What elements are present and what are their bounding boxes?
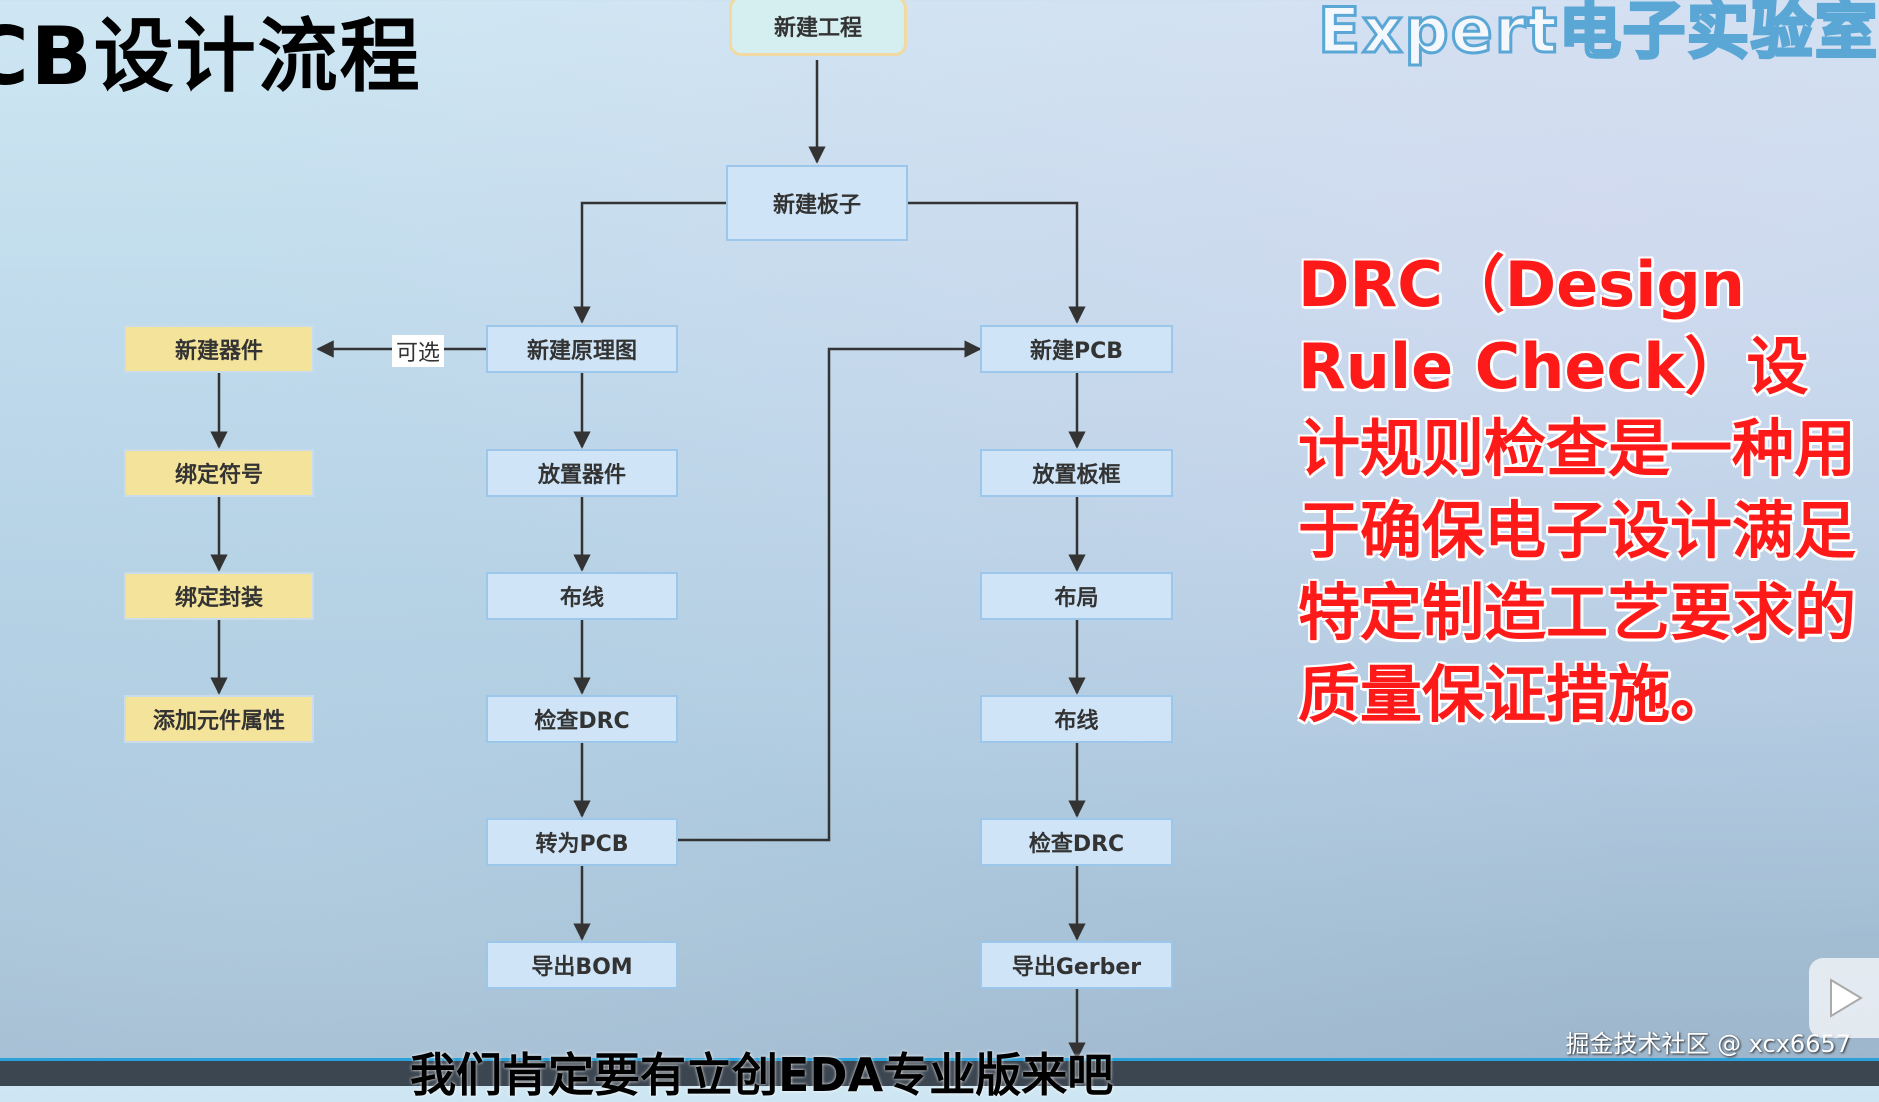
edge-convert-to-pcb xyxy=(678,340,982,842)
play-icon[interactable] xyxy=(1809,958,1879,1038)
node-label: 转为PCB xyxy=(535,832,629,857)
node-label: 绑定符号 xyxy=(174,463,263,488)
node-bind-symbol: 绑定符号 xyxy=(124,449,314,497)
node-label: 新建原理图 xyxy=(526,339,637,364)
node-new-component: 新建器件 xyxy=(124,325,314,373)
watermark: Expert电子实验室 xyxy=(1317,0,1879,69)
node-new-pcb: 新建PCB xyxy=(980,325,1173,373)
node-label: 新建工程 xyxy=(773,16,862,41)
node-routing-pcb: 布线 xyxy=(980,695,1173,743)
video-subtitle: 我们肯定要有立创EDA专业版来吧 xyxy=(410,1048,1114,1102)
node-label: 放置器件 xyxy=(537,463,626,488)
node-label: 布线 xyxy=(559,586,604,611)
node-label: 放置板框 xyxy=(1032,463,1121,488)
edge-board-to-pcb xyxy=(908,201,1086,324)
edge-board-to-schematic xyxy=(573,201,726,324)
node-label: 添加元件属性 xyxy=(152,709,285,734)
node-label: 检查DRC xyxy=(1028,832,1125,857)
node-label: 导出Gerber xyxy=(1011,955,1142,980)
node-check-drc-schematic: 检查DRC xyxy=(486,695,678,743)
node-label: 检查DRC xyxy=(534,709,630,734)
node-bind-footprint: 绑定封装 xyxy=(124,572,314,620)
node-label: 绑定封装 xyxy=(174,586,263,611)
node-label: 新建器件 xyxy=(174,339,263,364)
node-routing-schematic: 布线 xyxy=(486,572,678,620)
credit-watermark: 掘金技术社区 @ xcx6657 xyxy=(1565,1030,1851,1058)
node-new-schematic: 新建原理图 xyxy=(486,325,678,373)
page-title: CB设计流程 xyxy=(0,10,422,103)
node-check-drc-pcb: 检查DRC xyxy=(980,818,1173,866)
drc-description: DRC（Design Rule Check）设计规则检查是一种用于确保电子设计满… xyxy=(1298,248,1857,731)
node-new-project: 新建工程 xyxy=(729,0,907,56)
node-label: 新建板子 xyxy=(772,193,861,218)
node-layout: 布局 xyxy=(980,572,1173,620)
node-label: 布局 xyxy=(1054,586,1099,611)
node-export-bom: 导出BOM xyxy=(486,941,678,989)
node-label: 新建PCB xyxy=(1029,339,1124,364)
node-place-components: 放置器件 xyxy=(486,449,678,497)
node-new-board: 新建板子 xyxy=(726,165,908,241)
node-place-board-outline: 放置板框 xyxy=(980,449,1173,497)
node-add-attributes: 添加元件属性 xyxy=(124,695,314,743)
edge-label-optional: 可选 xyxy=(392,335,445,367)
node-export-gerber: 导出Gerber xyxy=(980,941,1173,989)
video-progress-strip xyxy=(0,1058,1879,1086)
node-convert-to-pcb: 转为PCB xyxy=(486,818,678,866)
node-label: 导出BOM xyxy=(531,955,633,980)
node-label: 布线 xyxy=(1054,709,1099,734)
